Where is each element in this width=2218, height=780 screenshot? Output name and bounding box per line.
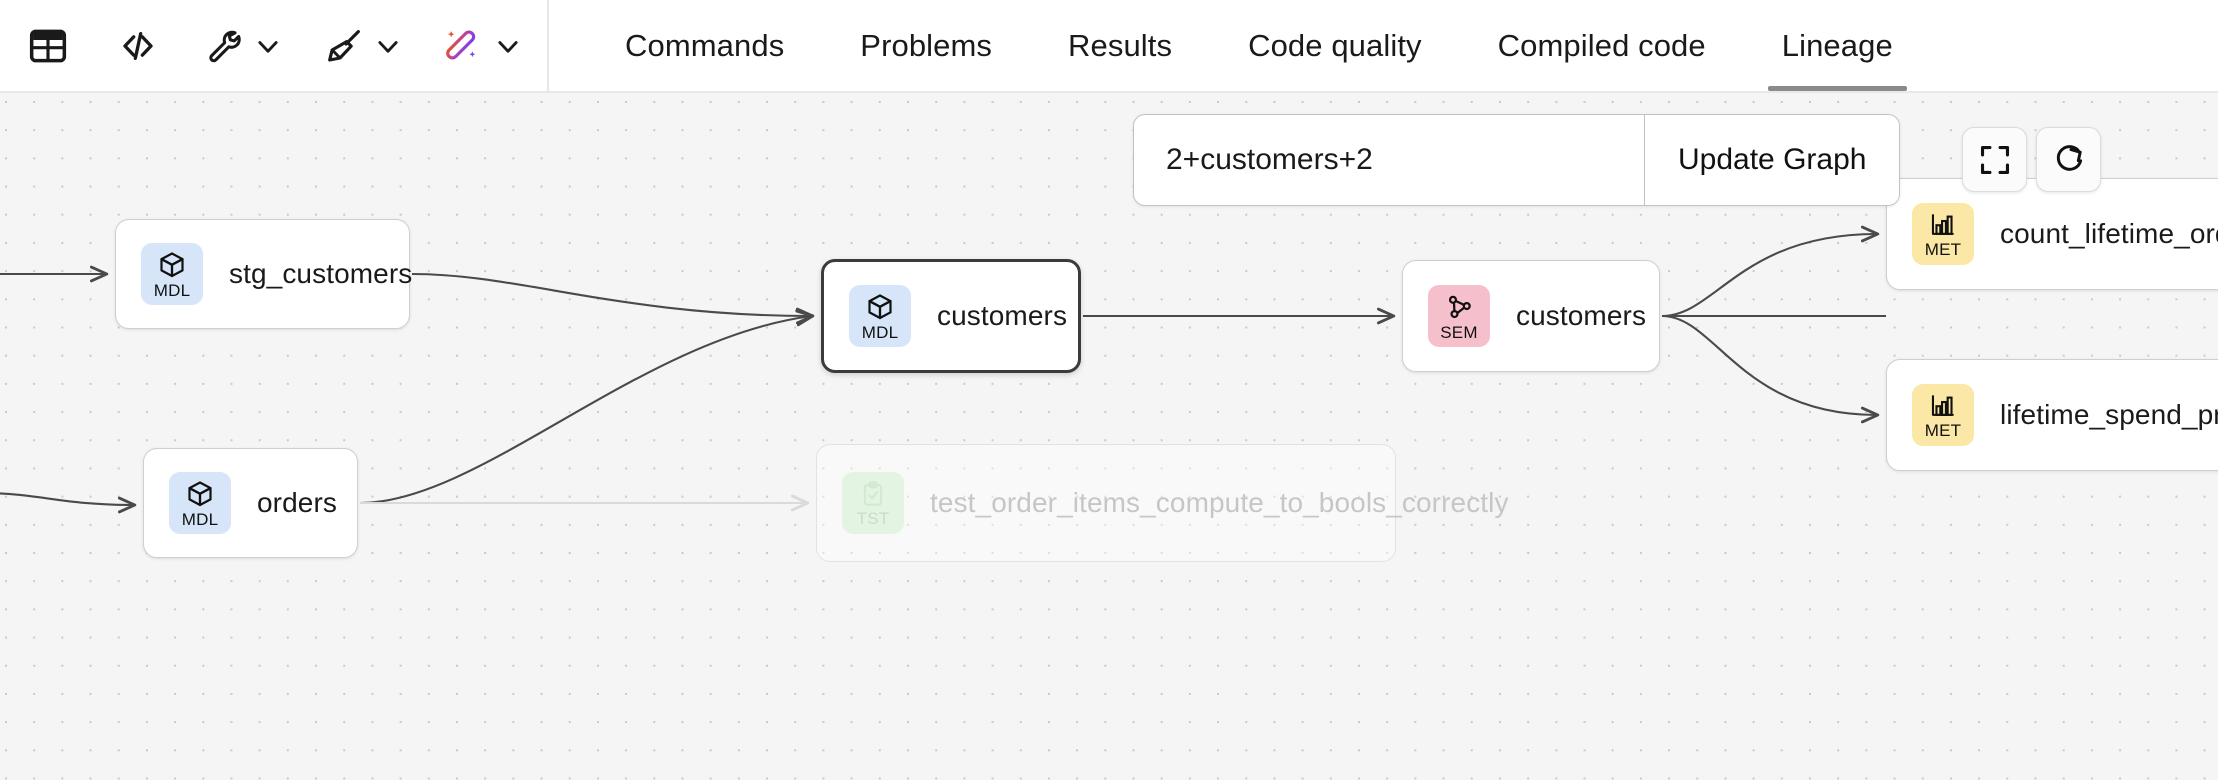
graph-search-bar: Update Graph	[1133, 114, 1901, 206]
chevron-down-icon	[374, 32, 402, 60]
node-label: customers	[1516, 300, 1647, 331]
node-kind-label: MET	[1924, 420, 1962, 440]
node-label: lifetime_spend_pretax	[2000, 399, 2218, 430]
bar-chart-icon	[1931, 394, 1954, 416]
node-kind-badge: SEM	[1428, 285, 1490, 347]
tab-commands[interactable]: Commands	[587, 0, 822, 91]
format-menu[interactable]	[324, 26, 402, 66]
node-label: stg_customers	[229, 258, 413, 289]
refresh-button[interactable]	[2036, 127, 2101, 192]
node-kind-label: MET	[1924, 239, 1962, 259]
node-kind-badge: MDL	[849, 285, 911, 347]
tab-label: Commands	[625, 27, 785, 63]
node-kind-badge: MET	[1912, 384, 1974, 446]
lineage-node-orders[interactable]: MDL orders	[143, 448, 358, 558]
clipboard-check-icon	[863, 480, 883, 506]
lineage-node-lifetime-spend-pretax[interactable]: MET lifetime_spend_pretax	[1886, 359, 2218, 471]
lineage-node-stg-customers[interactable]: MDL stg_customers	[115, 219, 413, 329]
network-graph-icon	[1448, 295, 1471, 318]
fit-view-button[interactable]	[1962, 127, 2027, 192]
tab-label: Results	[1068, 27, 1173, 63]
node-kind-badge: MDL	[169, 472, 231, 534]
tab-label: Problems	[860, 27, 993, 63]
ai-assist-menu[interactable]	[444, 26, 522, 66]
node-label: count_lifetime_orders	[2000, 218, 2218, 249]
lineage-node-test-order-items[interactable]: TST test_order_items_compute_to_bools_co…	[816, 444, 1509, 562]
node-kind-label: SEM	[1440, 322, 1478, 342]
code-icon[interactable]	[116, 24, 160, 68]
cube-icon	[868, 293, 892, 319]
wrench-icon	[204, 26, 244, 66]
tab-code-quality[interactable]: Code quality	[1210, 0, 1460, 91]
chevron-down-icon	[494, 32, 522, 60]
node-kind-badge: MET	[1912, 203, 1974, 265]
update-graph-button[interactable]: Update Graph	[1644, 115, 1900, 205]
editor-toolbar	[0, 0, 549, 91]
tab-results[interactable]: Results	[1030, 0, 1210, 91]
node-kind-label: TST	[856, 508, 890, 528]
broom-icon	[324, 26, 364, 66]
refresh-icon	[2056, 144, 2082, 171]
node-label: test_order_items_compute_to_bools_correc…	[930, 487, 1509, 518]
graph-search-input[interactable]	[1134, 115, 1644, 205]
tab-compiled-code[interactable]: Compiled code	[1460, 0, 1744, 91]
tab-label: Code quality	[1248, 27, 1422, 63]
node-kind-badge: MDL	[141, 243, 203, 305]
chevron-down-icon	[254, 32, 282, 60]
node-label: orders	[257, 487, 337, 518]
node-kind-label: MDL	[153, 280, 191, 300]
cube-icon	[188, 480, 212, 506]
tab-problems[interactable]: Problems	[822, 0, 1030, 91]
cube-icon	[160, 251, 184, 277]
tab-lineage[interactable]: Lineage	[1744, 0, 1931, 91]
node-kind-label: MDL	[861, 322, 899, 342]
top-bar: Commands Problems Results Code quality C…	[0, 0, 2218, 93]
lineage-canvas[interactable]: MDL stg_customers MDL orders	[0, 93, 2218, 780]
node-kind-badge: TST	[842, 472, 904, 534]
lineage-node-customers-semantic[interactable]: SEM customers	[1402, 260, 1660, 372]
tab-label: Compiled code	[1497, 27, 1706, 63]
magic-wand-icon	[444, 26, 484, 66]
fit-view-icon	[1980, 145, 2009, 174]
tab-bar: Commands Problems Results Code quality C…	[549, 0, 1931, 91]
table-icon[interactable]	[26, 24, 70, 68]
node-label: customers	[937, 300, 1068, 331]
node-kind-label: MDL	[181, 509, 219, 529]
lineage-node-customers-model[interactable]: MDL customers	[821, 259, 1081, 373]
tab-label: Lineage	[1781, 27, 1893, 63]
lineage-node-count-lifetime-orders[interactable]: MET count_lifetime_orders	[1886, 178, 2218, 290]
bar-chart-icon	[1931, 213, 1954, 235]
tools-menu[interactable]	[204, 26, 282, 66]
